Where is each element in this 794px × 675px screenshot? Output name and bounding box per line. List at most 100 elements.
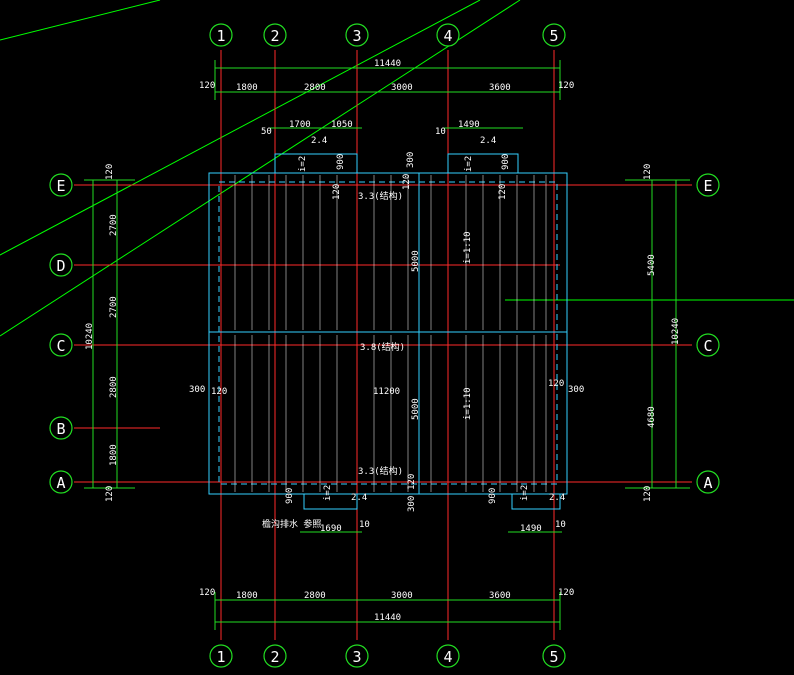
dim-left-edge-bottom: 120: [105, 486, 115, 502]
dim-left-span-3: 2800: [109, 376, 119, 398]
gutter-bottom-left: [303, 493, 358, 510]
dim-bottom-total: 11440: [374, 613, 401, 623]
gutter-level-bottom-right: 2.4: [549, 493, 565, 503]
axis-bubble-2-top: [263, 23, 287, 47]
gutter-bottom-right: [511, 493, 561, 510]
dim-top-span-3: 3000: [391, 83, 413, 93]
gutter-top-right: [447, 153, 519, 174]
dim-bottom-span-1: 1800: [236, 591, 258, 601]
axis-label-4-bottom: 4: [443, 648, 452, 666]
axis-label-2-bottom: 2: [270, 648, 279, 666]
dim-top-notch-e: 1490: [458, 120, 480, 130]
axis-bubble-5-bottom: [542, 644, 566, 668]
dim-left-300: 300: [189, 385, 205, 395]
axis-bubble-4-bottom: [436, 644, 460, 668]
dim-left-span-2: 2700: [109, 296, 119, 318]
dim-top-120-a: 120: [332, 184, 342, 200]
dim-right-total: 10240: [671, 318, 681, 345]
dim-bottom-notch-d: 10: [555, 520, 566, 530]
dim-bottom-notch-b: 10: [359, 520, 370, 530]
axis-label-2-top: 2: [270, 27, 279, 45]
dim-right-span-2: 4680: [647, 406, 657, 428]
dim-bottom-900-b: 900: [488, 488, 498, 504]
dim-left-total: 10240: [85, 323, 95, 350]
axis-label-e-right: E: [703, 177, 712, 195]
dim-bottom-120: 120: [407, 474, 417, 490]
dim-top-edge-left: 120: [199, 81, 215, 91]
dim-right-edge-bottom: 120: [643, 486, 653, 502]
dim-bottom-span-4: 3600: [489, 591, 511, 601]
dim-left-edge-top: 120: [105, 164, 115, 180]
axis-bubble-b-left: [49, 416, 73, 440]
slope-small-top-left: i=2: [298, 156, 308, 172]
dim-right-120: 120: [548, 379, 564, 389]
gutter-level-top-left: 2.4: [311, 136, 327, 146]
roof-outer-boundary: [208, 172, 568, 495]
axis-bubble-3-bottom: [345, 644, 369, 668]
dim-top-notch-d: 10: [435, 127, 446, 137]
axis-label-5-bottom: 5: [549, 648, 558, 666]
dim-top-span-4: 3600: [489, 83, 511, 93]
dim-left-span-4: 1800: [109, 444, 119, 466]
axis-bubble-e-left: [49, 173, 73, 197]
dim-top-120-c: 120: [498, 184, 508, 200]
dim-top-300: 300: [406, 152, 416, 168]
drain-note: 檐沟排水 参照: [262, 518, 321, 530]
dim-bottom-900-a: 900: [285, 488, 295, 504]
axis-bubble-1-bottom: [209, 644, 233, 668]
axis-lines: [74, 50, 692, 640]
dim-right-span-1: 5400: [647, 254, 657, 276]
axis-bubble-d-left: [49, 253, 73, 277]
axis-bubble-4-top: [436, 23, 460, 47]
dim-bottom-span-2: 2800: [304, 591, 326, 601]
slope-lower: i=1:10: [463, 387, 473, 420]
slope-small-bottom-right: i=2: [520, 485, 530, 501]
elevation-bottom: 3.3(结构): [358, 465, 403, 477]
axis-label-d-left: D: [56, 257, 65, 275]
axis-bubble-c-left: [49, 333, 73, 357]
dim-top-notch-c: 1050: [331, 120, 353, 130]
axis-label-3-bottom: 3: [352, 648, 361, 666]
dim-top-900-b: 900: [501, 154, 511, 170]
axis-label-3-top: 3: [352, 27, 361, 45]
dim-left-120: 120: [211, 387, 227, 397]
gutter-top-left: [274, 153, 358, 174]
axis-label-b-left: B: [56, 420, 65, 438]
dim-top-span-1: 1800: [236, 83, 258, 93]
construction-lines: [0, 0, 794, 337]
dim-right-edge-top: 120: [643, 164, 653, 180]
dim-bottom-edge-right: 120: [558, 588, 574, 598]
dim-top-notch-a: 50: [261, 127, 272, 137]
axis-label-a-right: A: [703, 474, 712, 492]
dim-left-span-1: 2700: [109, 214, 119, 236]
dim-upper-depth: 5000: [411, 250, 421, 272]
axis-bubble-5-top: [542, 23, 566, 47]
dim-top-900-a: 900: [336, 154, 346, 170]
construction-line: [0, 0, 161, 41]
elevation-middle: 3.8(结构): [360, 341, 405, 353]
axis-label-5-top: 5: [549, 27, 558, 45]
axis-label-e-left: E: [56, 177, 65, 195]
axis-label-1-bottom: 1: [216, 648, 225, 666]
axis-bubble-2-bottom: [263, 644, 287, 668]
axis-label-4-top: 4: [443, 27, 452, 45]
slope-small-top-right: i=2: [464, 156, 474, 172]
axis-bubble-1-top: [209, 23, 233, 47]
dim-top-notch-b: 1700: [289, 120, 311, 130]
dim-bottom-span-3: 3000: [391, 591, 413, 601]
dim-lower-depth: 5000: [411, 398, 421, 420]
dimension-lines: [84, 60, 690, 630]
construction-line: [0, 0, 481, 256]
dim-top-edge-right: 120: [558, 81, 574, 91]
dim-bottom-edge-left: 120: [199, 588, 215, 598]
axis-bubble-a-right: [696, 470, 720, 494]
gutter-level-top-right: 2.4: [480, 136, 496, 146]
dim-right-300: 300: [568, 385, 584, 395]
dim-bottom-notch-a: 1690: [320, 524, 342, 534]
construction-line: [0, 0, 521, 337]
dim-roof-width: 11200: [373, 387, 400, 397]
roof-tiles: [234, 175, 547, 492]
axis-bubble-c-right: [696, 333, 720, 357]
